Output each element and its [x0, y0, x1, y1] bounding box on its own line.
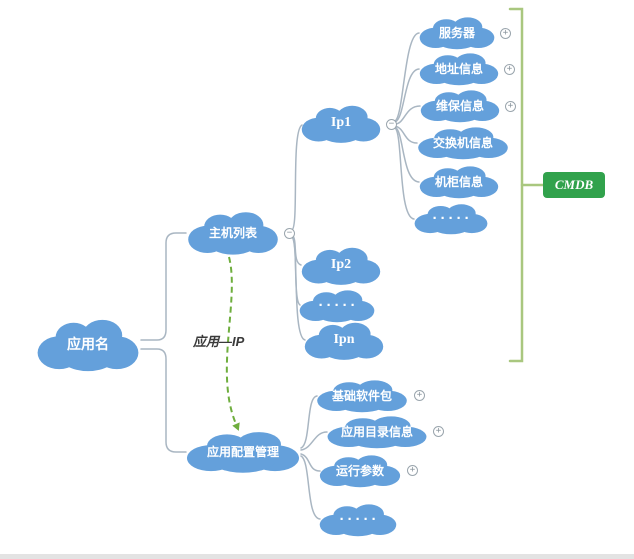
collapse-icon[interactable]: −	[284, 228, 295, 239]
node-label: ·····	[339, 510, 380, 528]
cloud-shape	[419, 17, 495, 50]
cmdb-badge: CMDB	[543, 172, 605, 198]
cloud-shape	[304, 322, 384, 360]
cmdb-bracket	[508, 7, 524, 363]
app-ip-arrowhead	[232, 422, 240, 431]
node-label: Ip2	[330, 257, 352, 272]
cloud-shape	[301, 105, 381, 143]
node-label: 应用配置管理	[206, 444, 279, 459]
cloud-shape	[187, 432, 299, 473]
node-server[interactable]: 服务器	[417, 15, 497, 51]
edge-appconfig-dots	[300, 455, 321, 520]
cloud-shape	[37, 319, 139, 372]
node-run-params[interactable]: 运行参数	[317, 453, 403, 489]
edge-appconfig-basepkg	[300, 395, 318, 449]
expand-icon[interactable]: +	[414, 390, 425, 401]
node-label: 应用目录信息	[340, 424, 413, 439]
node-switch-info[interactable]: 交换机信息	[415, 125, 511, 161]
cloud-shape	[319, 504, 397, 537]
edge-app-appconfig	[140, 348, 187, 453]
app-ip-relation-arrow	[225, 256, 237, 425]
edge-ip1-maintenance	[394, 105, 421, 125]
relation-label-app-ip: 应用—IP	[193, 334, 245, 349]
expand-icon[interactable]: +	[505, 101, 516, 112]
node-app-config-mgmt[interactable]: 应用配置管理	[183, 429, 303, 475]
edge-ip1-server	[394, 32, 420, 122]
node-host-list[interactable]: 主机列表	[185, 209, 281, 257]
node-cabinet-info[interactable]: 机柜信息	[417, 164, 501, 200]
node-label: ·····	[432, 209, 473, 227]
cloud-shape	[319, 455, 401, 488]
edge-hostlist-ipn	[291, 236, 306, 341]
node-maintenance-info[interactable]: 维保信息	[418, 88, 502, 124]
expand-icon[interactable]: +	[433, 426, 444, 437]
edge-ip1-address	[394, 68, 420, 123]
node-ip2[interactable]: Ip2	[299, 245, 383, 287]
node-label: 维保信息	[435, 98, 484, 113]
cloud-shape	[414, 204, 488, 235]
expand-icon[interactable]: +	[504, 64, 515, 75]
node-label: 应用名	[67, 336, 109, 352]
collapse-icon[interactable]: −	[386, 119, 397, 130]
cloud-shape	[327, 416, 427, 449]
expand-icon[interactable]: +	[407, 465, 418, 476]
node-app-directory-info[interactable]: 应用目录信息	[324, 414, 430, 450]
node-ip1[interactable]: Ip1	[299, 103, 383, 145]
node-ipn[interactable]: Ipn	[302, 320, 386, 362]
node-label: 运行参数	[335, 463, 384, 478]
node-label: Ipn	[333, 332, 355, 347]
edge-ip1-dots	[394, 127, 415, 220]
cloud-shape	[299, 290, 375, 323]
cloud-shape	[188, 212, 278, 255]
node-label: 服务器	[438, 25, 475, 40]
cloud-shape	[301, 247, 381, 285]
edge-appconfig-runparams	[300, 453, 321, 472]
node-label: 主机列表	[208, 225, 257, 240]
cloud-shape	[418, 127, 508, 160]
node-label: 机柜信息	[434, 174, 483, 189]
node-ip1-ellipsis[interactable]: ·····	[412, 202, 490, 236]
node-app-name[interactable]: 应用名	[34, 316, 142, 374]
edge-hostlist-ip1	[291, 124, 303, 231]
node-label: 地址信息	[434, 61, 483, 76]
cloud-shape	[317, 380, 407, 413]
node-ip-ellipsis[interactable]: ·····	[297, 288, 377, 324]
expand-icon[interactable]: +	[500, 28, 511, 39]
edge-ip1-switch	[394, 125, 418, 144]
edge-app-hostlist	[140, 232, 187, 341]
node-base-software-pkg[interactable]: 基础软件包	[314, 378, 410, 414]
edge-ip1-cabinet	[394, 126, 420, 183]
node-label: 交换机信息	[432, 135, 493, 150]
cloud-shape	[419, 53, 499, 86]
node-label: ·····	[318, 296, 359, 314]
edge-appconfig-appdir	[300, 431, 328, 451]
node-address-info[interactable]: 地址信息	[417, 51, 501, 87]
cloud-shape	[419, 166, 499, 199]
cloud-shape	[420, 90, 500, 123]
node-label: 基础软件包	[331, 388, 392, 403]
node-label: Ip1	[330, 115, 352, 130]
node-config-ellipsis[interactable]: ·····	[317, 502, 399, 538]
